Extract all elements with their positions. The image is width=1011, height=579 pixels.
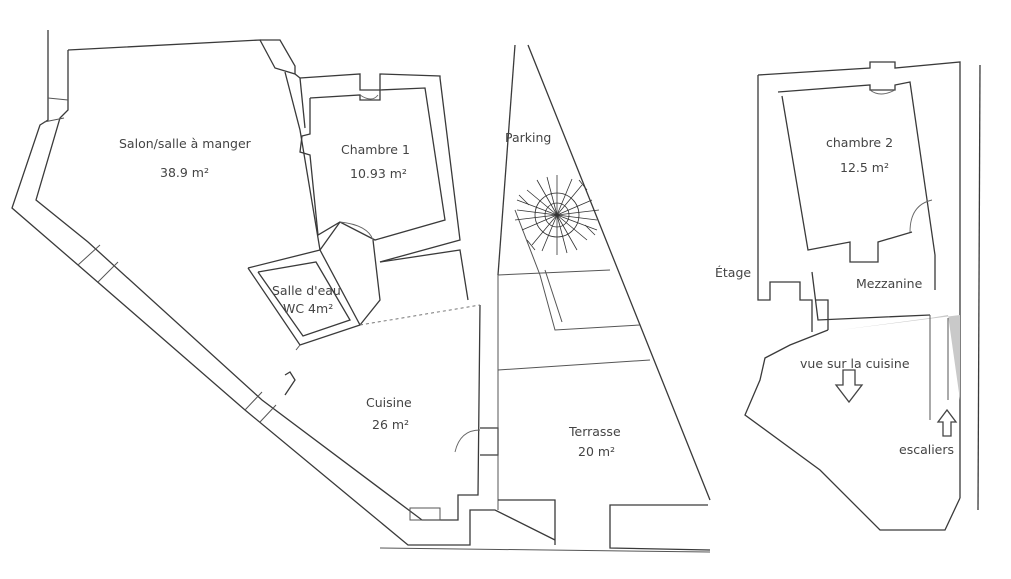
arrow-down-icon [834,369,864,404]
escaliers-label: escaliers [899,442,954,457]
chambre2-area: 12.5 m² [840,160,889,175]
vue-cuisine-label: vue sur la cuisine [800,356,910,371]
upper-floor-walls [744,61,981,531]
mezzanine-name: Mezzanine [856,276,923,291]
salle-eau-area: WC 4m² [283,301,333,316]
ground-floor-walls [11,30,556,546]
chambre2-name: chambre 2 [826,135,893,150]
terrasse-area: 20 m² [578,444,615,459]
cuisine-name: Cuisine [366,395,412,410]
parking-name: Parking [505,130,551,145]
etage-label: Étage [715,265,751,280]
arrow-up-icon [936,408,958,437]
exterior-walls [379,44,711,553]
tree-icon [514,175,600,255]
salon-name: Salon/salle à manger [119,136,252,151]
salon-area: 38.9 m² [160,165,209,180]
chambre1-area: 10.93 m² [350,166,407,181]
salle-eau-name: Salle d'eau [272,283,341,298]
chambre1-name: Chambre 1 [341,142,410,157]
terrasse-name: Terrasse [568,424,621,439]
cuisine-area: 26 m² [372,417,409,432]
